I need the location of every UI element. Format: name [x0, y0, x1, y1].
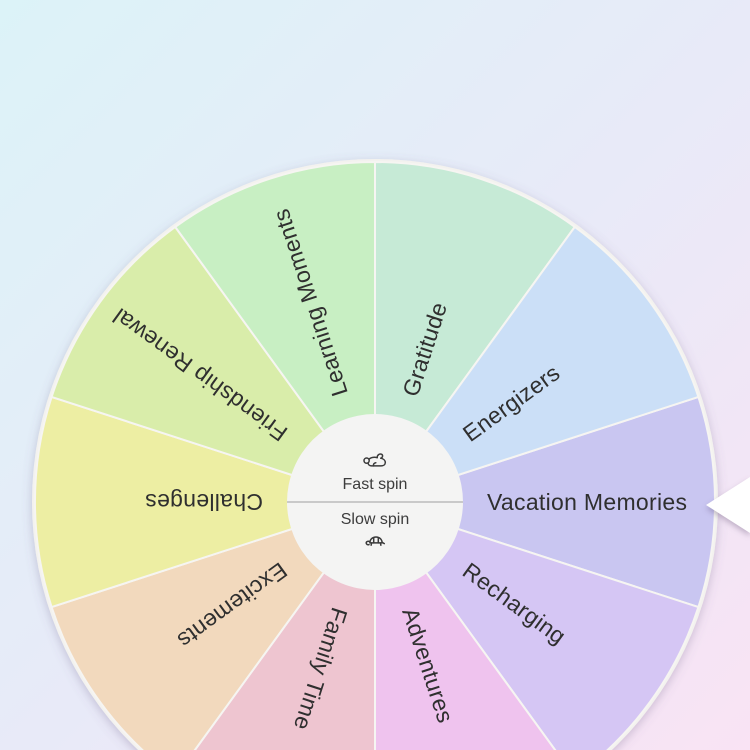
wheel-segment-friendship-renewal[interactable]: [50, 225, 376, 503]
slow-spin-label: Slow spin: [340, 511, 410, 528]
fast-spin-button[interactable]: Fast spin: [287, 414, 463, 501]
wheel-segment-challenges[interactable]: [33, 395, 376, 609]
fast-spin-label: Fast spin: [342, 476, 408, 493]
wheel-segment-energizers[interactable]: [374, 225, 700, 503]
hub-divider: [287, 501, 463, 503]
segment-label-challenges: Challenges: [145, 489, 263, 515]
slow-spin-button[interactable]: Slow spin: [287, 503, 463, 590]
wheel-segment-gratitude[interactable]: [374, 161, 576, 503]
wheel-segment-recharging[interactable]: [374, 501, 700, 750]
wheel-segment-excitements[interactable]: [50, 501, 376, 750]
segment-label-vacation-memories: Vacation Memories: [487, 489, 687, 515]
turtle-icon: [363, 532, 388, 550]
wheel-segment-adventures[interactable]: [374, 501, 575, 750]
wheel-segment-learning-moments[interactable]: [174, 161, 376, 503]
spin-hub: Fast spin Slow spin: [287, 414, 463, 590]
rabbit-icon: [361, 450, 389, 472]
